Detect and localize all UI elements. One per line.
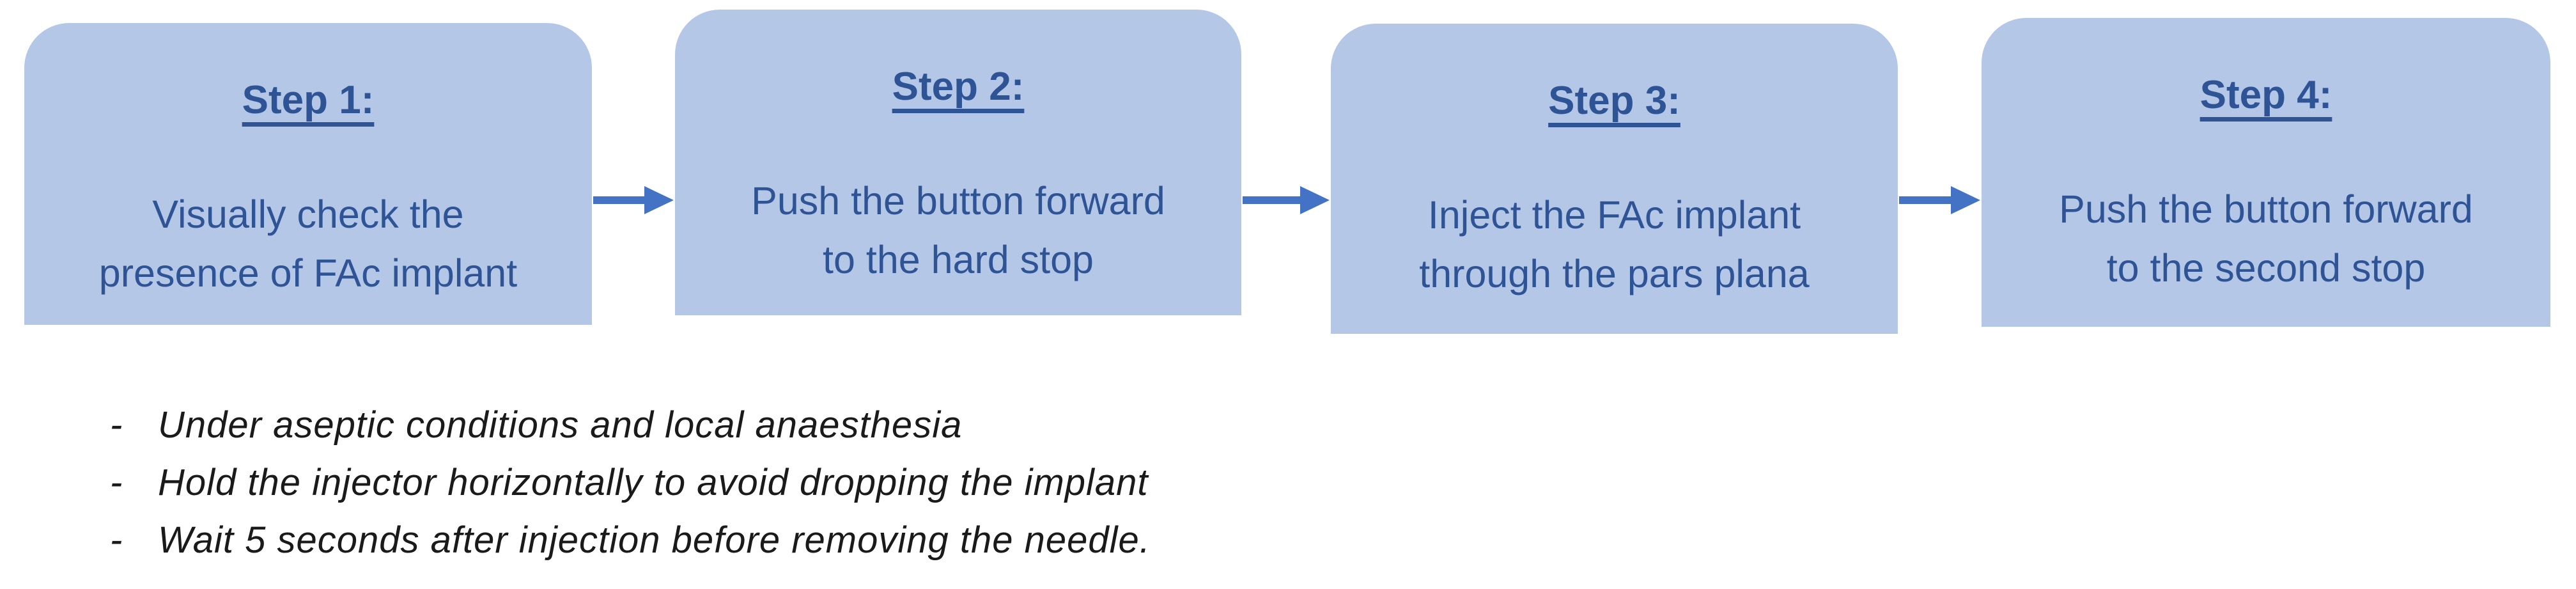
step-2-description-line-2: to the hard stop <box>823 238 1094 281</box>
flow-arrow-2-icon <box>1243 186 1330 214</box>
note-text-3: Wait 5 seconds after injection before re… <box>158 519 1151 561</box>
note-item-2: - Hold the injector horizontally to avoi… <box>110 454 1151 512</box>
step-3-description-line-1: Inject the FAc implant <box>1427 193 1801 237</box>
arrow-head <box>1300 186 1330 214</box>
dash-bullet: - <box>110 462 123 503</box>
flow-arrow-1-icon <box>593 186 674 214</box>
note-text-2: Hold the injector horizontally to avoid … <box>158 462 1149 503</box>
step-4-description-line-2: to the second stop <box>2106 246 2426 290</box>
step-4-description-line-1: Push the button forward <box>2059 187 2473 231</box>
step-box-3: Step 3: Inject the FAc implant through t… <box>1331 24 1898 334</box>
step-1-description-line-1: Visually check the <box>152 192 464 236</box>
step-box-2: Step 2: Push the button forward to the h… <box>675 10 1241 315</box>
note-text-1: Under aseptic conditions and local anaes… <box>158 404 963 446</box>
step-2-description: Push the button forward to the hard stop <box>675 171 1241 289</box>
step-box-1: Step 1: Visually check the presence of F… <box>24 23 592 325</box>
step-box-4: Step 4: Push the button forward to the s… <box>1982 18 2550 327</box>
arrow-shaft <box>1899 196 1956 204</box>
step-1-description: Visually check the presence of FAc impla… <box>24 185 592 302</box>
flow-arrow-3-icon <box>1899 186 1980 214</box>
step-2-title: Step 2: <box>892 65 1025 109</box>
step-3-title: Step 3: <box>1548 79 1680 123</box>
arrow-head <box>644 186 674 214</box>
arrow-head <box>1951 186 1980 214</box>
notes-list: - Under aseptic conditions and local ana… <box>110 397 1151 569</box>
arrow-shaft <box>1243 196 1305 204</box>
dash-bullet: - <box>110 404 123 446</box>
step-4-description: Push the button forward to the second st… <box>1982 180 2550 297</box>
step-2-description-line-1: Push the button forward <box>751 179 1165 223</box>
step-1-description-line-2: presence of FAc implant <box>98 251 518 295</box>
note-item-1: - Under aseptic conditions and local ana… <box>110 397 1151 454</box>
note-item-3: - Wait 5 seconds after injection before … <box>110 512 1151 569</box>
arrow-shaft <box>593 196 649 204</box>
step-3-description: Inject the FAc implant through the pars … <box>1331 185 1898 303</box>
dash-bullet: - <box>110 519 123 561</box>
step-4-title: Step 4: <box>2200 73 2332 117</box>
step-3-description-line-2: through the pars plana <box>1419 252 1810 295</box>
step-1-title: Step 1: <box>242 78 375 122</box>
